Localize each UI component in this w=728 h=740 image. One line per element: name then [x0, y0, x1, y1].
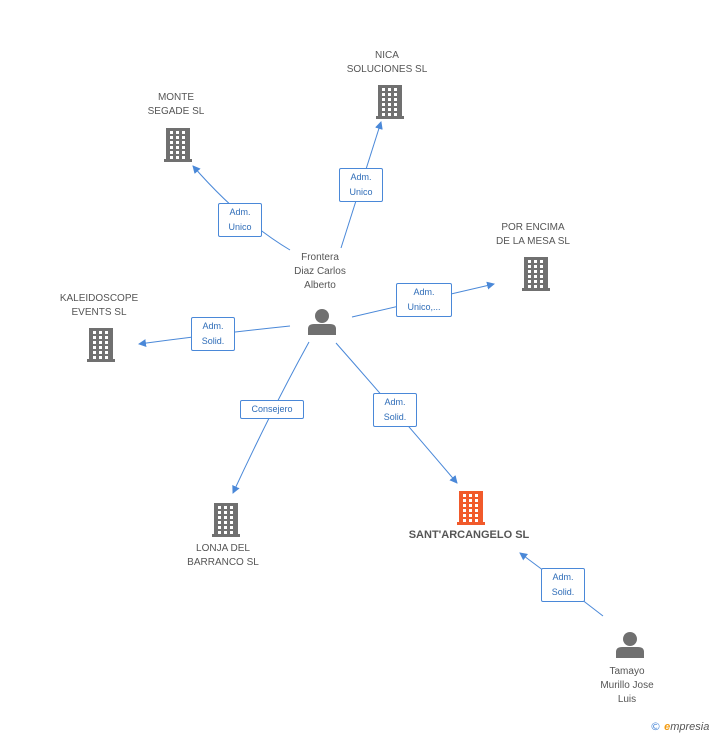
node-label-nica[interactable]: NICA SOLUCIONES SL: [346, 50, 428, 75]
brand-logo-text: mpresia: [670, 721, 710, 733]
edge-label-santarcangelo[interactable]: Adm. Solid.: [373, 393, 417, 427]
brand-logo-initial: e: [664, 721, 671, 733]
edge-label-kaleido[interactable]: Adm. Solid.: [191, 317, 235, 351]
node-label-tamayo[interactable]: Tamayo Murillo Jose Luis: [600, 666, 654, 705]
node-label-santarcangelo[interactable]: SANT'ARCANGELO SL: [408, 529, 530, 541]
edge-label-monte[interactable]: Adm. Unico: [218, 203, 262, 237]
building-icon-santarcangelo[interactable]: [457, 491, 485, 525]
building-icon-kaleido[interactable]: [87, 328, 115, 362]
person-icon-tamayo[interactable]: [616, 632, 644, 658]
edge-label-santarcangelo[interactable]: Adm. Solid.: [541, 568, 585, 602]
person-icon-frontera[interactable]: [308, 309, 336, 335]
edge-label-nica[interactable]: Adm. Unico: [339, 168, 383, 202]
building-icon-nica[interactable]: [376, 85, 404, 119]
brand-footer: © empresia: [650, 720, 709, 733]
node-label-frontera[interactable]: Frontera Diaz Carlos Alberto: [294, 252, 346, 291]
building-icon-porencima[interactable]: [522, 257, 550, 291]
node-label-lonja[interactable]: LONJA DEL BARRANCO SL: [187, 543, 259, 568]
node-label-monte[interactable]: MONTE SEGADE SL: [147, 92, 205, 117]
edge-label-porencima[interactable]: Adm. Unico,...: [396, 283, 452, 317]
node-label-kaleido[interactable]: KALEIDOSCOPE EVENTS SL: [59, 293, 139, 318]
edge-label-lonja[interactable]: Consejero: [240, 399, 304, 419]
node-label-porencima[interactable]: POR ENCIMA DE LA MESA SL: [496, 222, 570, 247]
building-icon-lonja[interactable]: [212, 503, 240, 537]
building-icon-monte[interactable]: [164, 128, 192, 162]
copyright-icon: ©: [650, 720, 661, 733]
